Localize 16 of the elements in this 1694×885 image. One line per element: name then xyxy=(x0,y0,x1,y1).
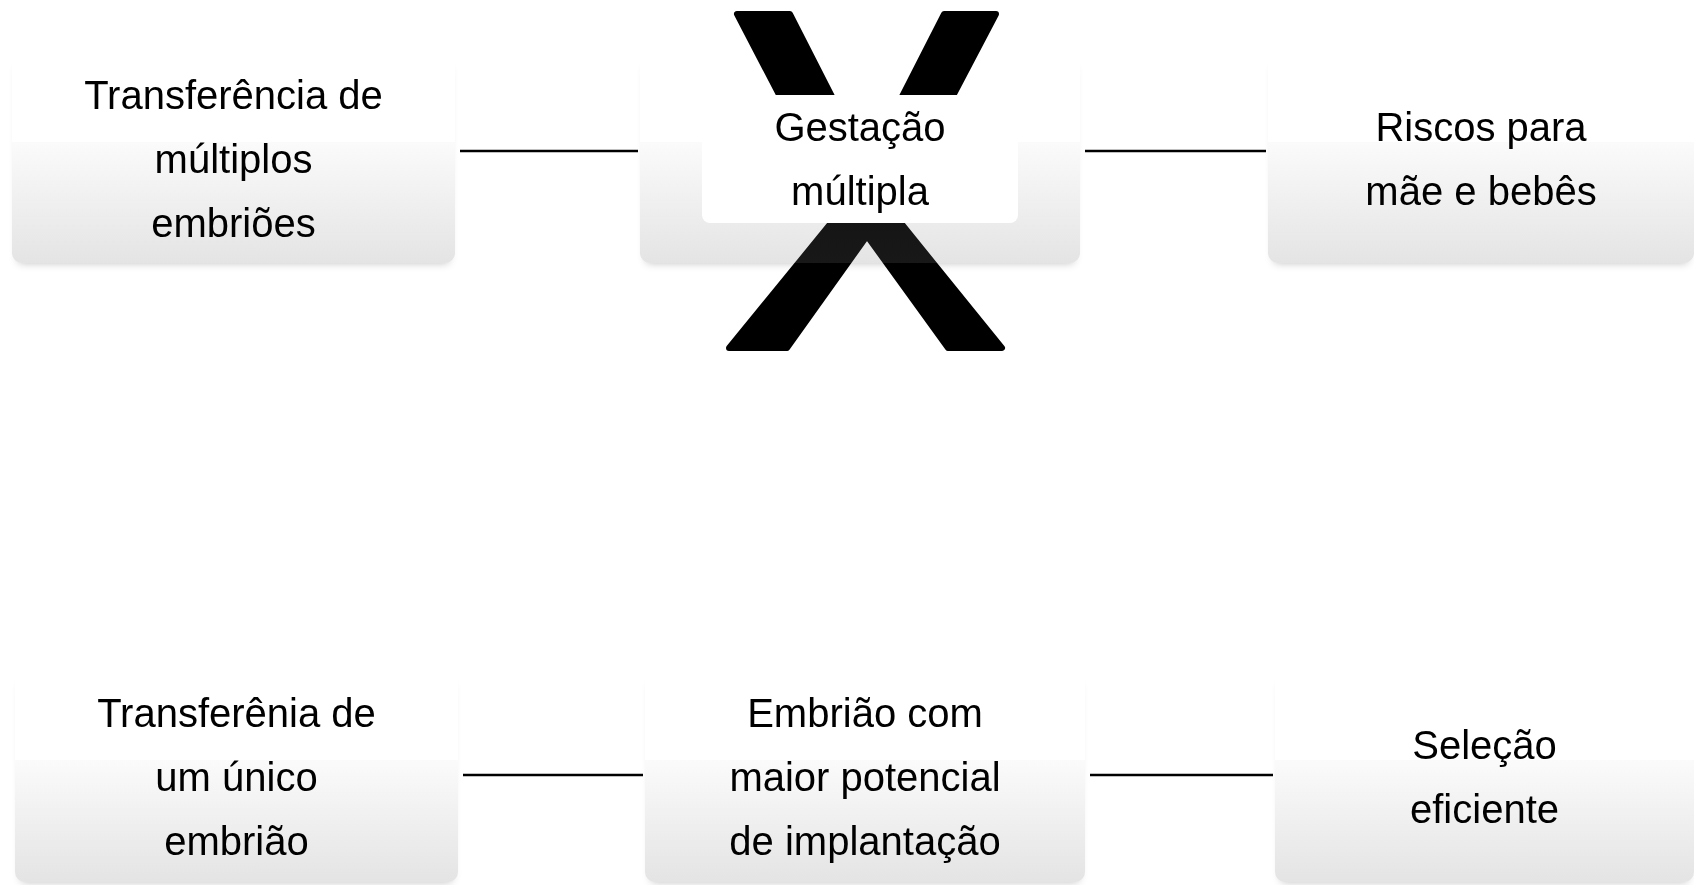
process-box xyxy=(12,55,455,263)
box-label: Transferênia de um único embrião xyxy=(96,690,377,865)
process-box xyxy=(1268,55,1694,263)
box-label: Embrião com maior potencial de implantação xyxy=(728,690,1002,865)
connector-line xyxy=(1090,773,1273,777)
connector-line xyxy=(463,773,643,777)
box-label: Seleção eficiente xyxy=(1409,722,1560,833)
process-box xyxy=(645,672,1085,882)
connector-line xyxy=(460,149,638,153)
box-label: Transferência de múltiplos embriões xyxy=(83,72,384,247)
process-box xyxy=(1275,672,1694,882)
box-label: Gestação múltipla xyxy=(702,95,1018,223)
connector-line xyxy=(1085,149,1266,153)
box-label: Riscos para mãe e bebês xyxy=(1364,104,1598,215)
process-box xyxy=(640,55,1080,263)
process-box xyxy=(15,672,458,882)
